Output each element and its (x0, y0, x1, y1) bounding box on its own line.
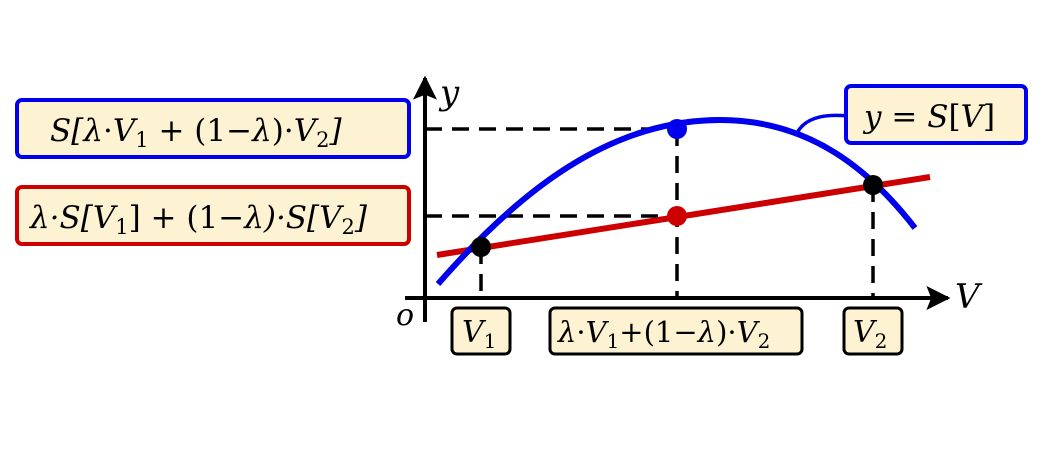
curve-name-label: y = S[V] (844, 84, 1028, 145)
point-v2 (863, 175, 883, 195)
curve-label-leader (795, 113, 849, 134)
x-axis-label: V (955, 277, 983, 317)
svg-text:V1: V1 (462, 315, 496, 353)
svg-text:S[λ·V1 + (1−λ)·V2]: S[λ·V1 + (1−λ)·V2] (50, 113, 342, 152)
y-axis-label: y (438, 73, 460, 113)
origin-label: o (396, 298, 414, 333)
curve-s-of-v (435, 116, 918, 286)
point-v1 (471, 237, 491, 257)
x-label-mid: λ·V1+(1−λ)·V2 (548, 306, 804, 356)
svg-text:y = S[V]: y = S[V] (862, 99, 995, 135)
curve-value-label: S[λ·V1 + (1−λ)·V2] (15, 98, 411, 159)
svg-text:λ·S[V1] + (1−λ)·S[V2]: λ·S[V1] + (1−λ)·S[V2] (28, 200, 368, 239)
guide-lines (425, 127, 875, 298)
chord-value-label: λ·S[V1] + (1−λ)·S[V2] (15, 185, 411, 246)
svg-text:λ·V1+(1−λ)·V2: λ·V1+(1−λ)·V2 (557, 315, 770, 353)
point-chord-mid (667, 206, 687, 226)
point-curve-mid (667, 119, 687, 139)
svg-text:V2: V2 (853, 315, 887, 353)
x-label-v1: V1 (450, 306, 512, 356)
x-label-v2: V2 (842, 306, 904, 356)
